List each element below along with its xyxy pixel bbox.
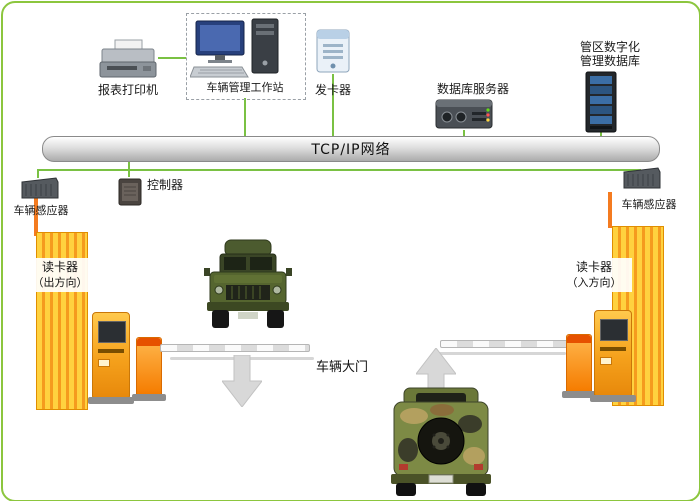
right-machine-base xyxy=(590,395,636,402)
connector-printer-workstation xyxy=(158,57,186,59)
orange-drop-right xyxy=(608,192,612,228)
military-vehicle-front-icon xyxy=(198,230,298,332)
tcpip-network-label: TCP/IP网络 xyxy=(311,142,391,158)
left-barrier-arm xyxy=(160,344,310,352)
right-reader-label: 读卡器 （入方向） xyxy=(556,258,632,292)
left-ticket-machine xyxy=(92,312,130,398)
tcpip-network-bar: TCP/IP网络 xyxy=(42,136,660,162)
left-sensor-label: 车辆感应器 xyxy=(13,204,69,217)
right-reader-title: 读卡器 xyxy=(575,260,612,274)
connector-rack-network xyxy=(600,132,602,136)
right-barrier-post-base xyxy=(562,391,596,398)
printer-icon xyxy=(98,38,158,82)
district-db-label-line1: 管区数字化 xyxy=(579,40,640,54)
controller-icon xyxy=(117,177,143,207)
right-ticket-machine xyxy=(594,310,632,396)
connector-left-sensor xyxy=(37,169,39,178)
server-rack-icon xyxy=(584,70,618,134)
left-machine-screen xyxy=(98,321,126,343)
left-barrier-post-cap xyxy=(137,338,161,346)
right-sensor-label: 车辆感应器 xyxy=(621,198,677,211)
connector-dbserver-network xyxy=(463,130,465,136)
connector-sensor-bus xyxy=(37,169,641,171)
left-reader-direction: （出方向） xyxy=(32,276,88,289)
right-machine-card-slot xyxy=(600,347,626,351)
controller-label: 控制器 xyxy=(147,178,184,192)
left-barrier-post-base xyxy=(132,394,166,401)
left-reader-label: 读卡器 （出方向） xyxy=(22,258,98,292)
connector-cardissuer-network xyxy=(332,74,334,136)
connector-network-controller xyxy=(128,160,130,177)
district-db-label: 管区数字化 管理数据库 xyxy=(566,40,654,68)
orange-drop-left xyxy=(34,198,38,236)
printer-label: 报表打印机 xyxy=(97,83,158,97)
connector-workstation-network xyxy=(244,98,246,136)
workstation-label: 车辆管理工作站 xyxy=(206,81,284,94)
database-server-icon xyxy=(434,96,494,132)
military-vehicle-rear-icon xyxy=(384,384,498,498)
left-machine-card-slot xyxy=(98,349,124,353)
left-machine-base xyxy=(88,397,134,404)
arrow-down-icon xyxy=(222,355,262,407)
left-vehicle-sensor-icon xyxy=(18,176,60,202)
right-machine-screen xyxy=(600,319,628,341)
workstation-icon xyxy=(190,17,300,79)
right-barrier-arm-shadow xyxy=(436,352,566,355)
right-machine-button xyxy=(600,357,612,365)
arrow-up-icon xyxy=(416,348,456,400)
right-vehicle-sensor-icon xyxy=(620,166,662,192)
db-server-label: 数据库服务器 xyxy=(436,82,509,96)
card-issuer-icon xyxy=(315,28,351,74)
right-barrier-post xyxy=(566,334,592,392)
right-barrier-arm xyxy=(440,340,568,348)
right-barrier-post-cap xyxy=(567,335,591,343)
workstation-group-box xyxy=(186,13,306,100)
left-reader-title: 读卡器 xyxy=(41,260,78,274)
right-reader-direction: （入方向） xyxy=(566,276,622,289)
left-barrier-post xyxy=(136,337,162,395)
vehicle-gate-label: 车辆大门 xyxy=(316,360,369,375)
left-machine-button xyxy=(98,359,110,367)
district-db-label-line2: 管理数据库 xyxy=(579,54,640,68)
card-issuer-label: 发卡器 xyxy=(314,83,351,97)
